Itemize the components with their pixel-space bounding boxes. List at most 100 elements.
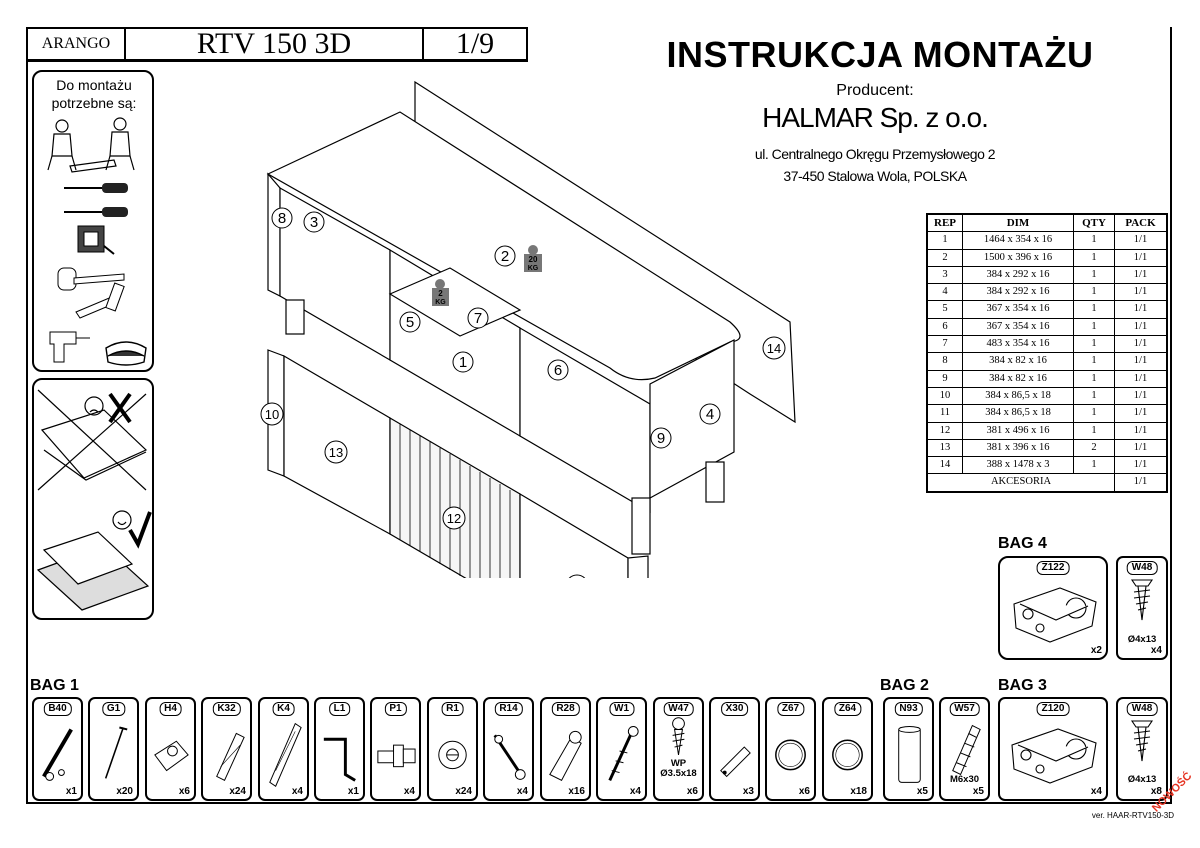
phillips-screwdriver-icon [64, 183, 128, 193]
rep-cell: 13 [926, 438, 963, 458]
pack-cell: 1/1 [1114, 421, 1168, 440]
bottom-rule [26, 802, 1172, 804]
pack-cell: 1/1 [1114, 386, 1168, 406]
qty-cell: 1 [1073, 317, 1115, 337]
dim-cell: 384 x 292 x 16 [962, 283, 1074, 302]
qty-cell: 1 [1073, 265, 1115, 285]
wooden-dowel-icon [216, 732, 245, 782]
hardware-spec: WP Ø3.5x18 [660, 758, 697, 779]
dim-cell: 367 x 354 x 16 [962, 300, 1074, 319]
bag4-screw-qty: x4 [1150, 645, 1162, 656]
dim-cell: 384 x 82 x 16 [962, 352, 1074, 371]
hardware-code: Z64 [833, 702, 862, 716]
qty-cell: 1 [1073, 352, 1115, 371]
hardware-item-z67: Z67 x6 [765, 697, 816, 801]
leg-cylinder-icon [898, 726, 921, 783]
tools-drawings [47, 117, 147, 366]
ring-icon [832, 739, 863, 771]
surface-drawings [36, 389, 152, 611]
qty-cell: 1 [1073, 421, 1115, 440]
wood-screw-icon [672, 717, 685, 755]
col-rep: REP [926, 213, 963, 233]
version-label: ver. HAAR-RTV150-3D [1091, 811, 1174, 820]
weight-marker-small: 2 KG [432, 279, 449, 306]
assembly-illustration: 2 KG 20 KG 1 2 3 4 5 6 7 8 9 10 11 12 13… [260, 80, 796, 578]
rep-cell: 6 [926, 317, 963, 337]
surface-hint-panel [32, 378, 154, 620]
short-screw-icon [1130, 579, 1154, 621]
hardware-qty: x4 [1090, 786, 1102, 797]
hardware-item-k4: K4 x4 [258, 697, 309, 801]
qty-cell: 1 [1073, 386, 1115, 406]
part-label-9: 9 [657, 430, 665, 447]
hardware-code: R1 [441, 702, 464, 716]
hardware-qty: x24 [455, 786, 472, 797]
hardware-qty: x5 [972, 786, 984, 797]
rep-cell: 2 [926, 248, 963, 267]
pack-cell: 1/1 [1114, 265, 1168, 285]
hardware-spec: Ø4x13 [1127, 774, 1157, 785]
tape-measure-icon [77, 225, 115, 255]
pack-cell: 1/1 [1114, 317, 1168, 337]
long-dowel-icon [269, 722, 302, 787]
qty-cell: 1 [1073, 231, 1115, 250]
hardware-qty: x16 [568, 786, 585, 797]
hardware-qty: x6 [178, 786, 190, 797]
pack-cell: 1/1 [1114, 352, 1168, 371]
weight-small-value: 2 [438, 289, 443, 298]
rep-cell: 9 [926, 369, 963, 388]
part-label-7: 7 [474, 310, 482, 327]
hardware-code: R28 [551, 702, 580, 716]
part-label-4: 4 [706, 406, 714, 423]
part-label-10: 10 [265, 407, 279, 422]
pack-cell: 1/1 [1114, 231, 1168, 250]
weight-small-unit: KG [435, 299, 446, 306]
part-label-14: 14 [767, 341, 781, 356]
tools-label: Do montażu potrzebne są: [51, 77, 137, 111]
hardware-code: Z67 [776, 702, 805, 716]
bag4-screw-code: W48 [1126, 561, 1158, 575]
hardware-qty: x24 [229, 786, 246, 797]
qty-cell: 1 [1073, 404, 1115, 423]
bag4-screw-box: W48 Ø4x13 x4 [1116, 556, 1168, 660]
hardware-qty: x4 [291, 786, 303, 797]
connector-pin-icon [377, 744, 416, 768]
hinge-icon [1013, 587, 1097, 643]
hardware-qty: x5 [916, 786, 928, 797]
back-leg [705, 461, 725, 503]
dim-cell: 384 x 86,5 x 18 [962, 386, 1074, 406]
hardware-code: B40 [43, 702, 72, 716]
rep-cell: 10 [926, 386, 963, 406]
hardware-qty: x6 [798, 786, 810, 797]
dim-cell: 483 x 354 x 16 [962, 335, 1074, 354]
hardware-item-r1: R1 x24 [427, 697, 478, 801]
pack-cell: 1/1 [1114, 283, 1168, 302]
short-screw-icon [1130, 720, 1154, 762]
hardware-code: K4 [272, 702, 295, 716]
hardware-qty: x4 [516, 786, 528, 797]
pack-cell: 1/1 [1114, 404, 1168, 423]
hardware-qty: x8 [1150, 786, 1162, 797]
long-screw-icon [608, 726, 639, 781]
dim-cell: 381 x 496 x 16 [962, 421, 1074, 440]
hardware-qty: x6 [686, 786, 698, 797]
safety-goggles-icon [105, 341, 147, 366]
pack-cell: 1/1 [1114, 300, 1168, 319]
accessories-row: AKCESORIA 1/1 [926, 473, 1168, 493]
part-label-13-left: 13 [329, 445, 343, 460]
good-check-icon [128, 511, 152, 549]
bad-cross-icon [108, 392, 132, 424]
